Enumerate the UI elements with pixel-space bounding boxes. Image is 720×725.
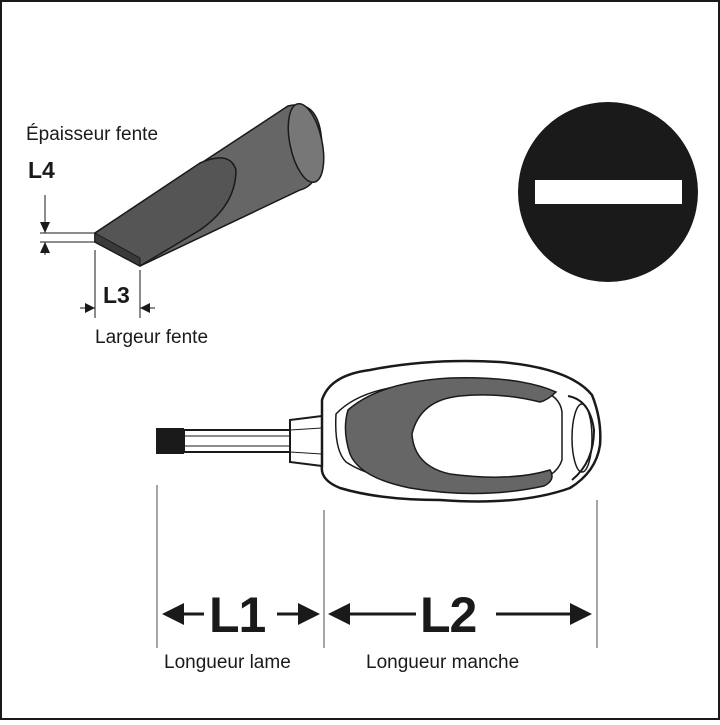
extension-lines xyxy=(156,485,598,648)
largeur-label: Largeur fente xyxy=(95,327,209,348)
longueur-manche-label: Longueur manche xyxy=(366,652,520,673)
l3-dimension xyxy=(80,250,155,318)
l1-arrows xyxy=(162,603,320,625)
l1-label: L1 xyxy=(209,587,266,643)
l2-arrows xyxy=(328,603,592,625)
longueur-lame-label: Longueur lame xyxy=(164,652,291,673)
slotted-tip-icon xyxy=(518,102,698,282)
blade-tip-drawing xyxy=(94,102,325,267)
l2-label: L2 xyxy=(420,587,477,643)
l4-dimension xyxy=(40,195,95,255)
epaisseur-label: Épaisseur fente xyxy=(26,124,159,145)
screwdriver-drawing xyxy=(156,359,602,503)
l3-label: L3 xyxy=(103,282,130,308)
l4-label: L4 xyxy=(28,157,55,183)
